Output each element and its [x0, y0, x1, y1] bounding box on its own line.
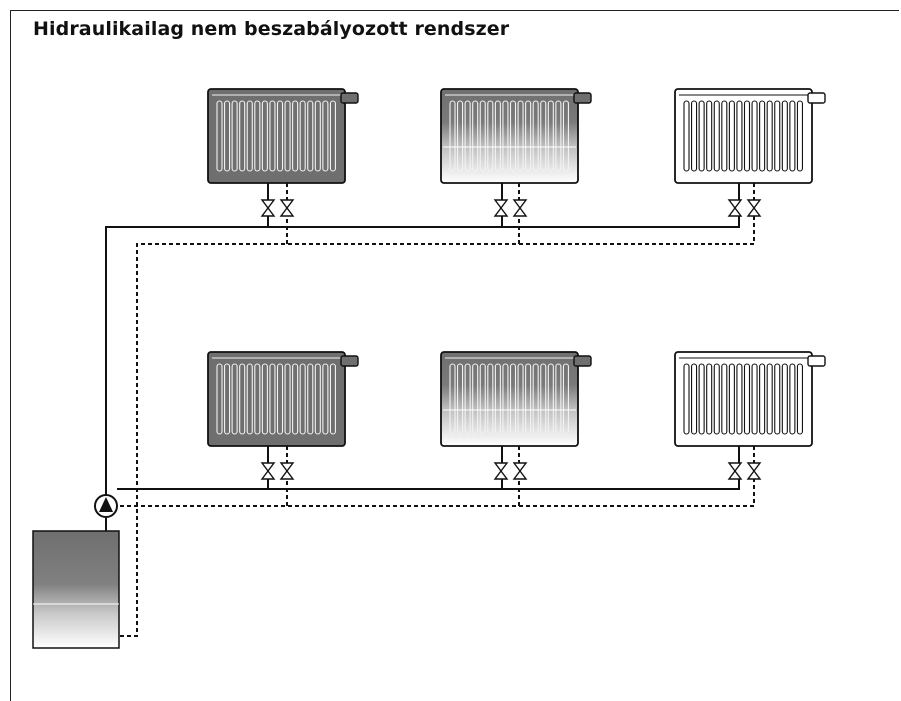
- supply-riser: [105, 214, 740, 495]
- heating-system-diagram: [32, 88, 826, 649]
- valve-top-3-supply: [727, 199, 743, 217]
- radiator-top-3: [674, 88, 826, 184]
- valve-bottom-3-return: [746, 462, 762, 480]
- valve-bottom-2-return: [512, 462, 528, 480]
- radiators: [207, 88, 826, 447]
- diagram-frame: [10, 10, 899, 701]
- boiler: [32, 530, 120, 649]
- radiator-top-1: [207, 88, 359, 184]
- diagram-title: Hidraulikailag nem beszabályozott rendsz…: [33, 18, 510, 40]
- valves: [260, 199, 762, 480]
- return-top-main: [120, 214, 755, 637]
- valve-bottom-1-supply: [260, 462, 276, 480]
- supply-pipes: [105, 183, 740, 531]
- valve-top-2-supply: [493, 199, 509, 217]
- valve-bottom-3-supply: [727, 462, 743, 480]
- supply-bottom-main: [117, 477, 740, 490]
- valve-bottom-1-return: [279, 462, 295, 480]
- radiator-top-2: [440, 88, 592, 184]
- valve-top-1-return: [279, 199, 295, 217]
- valve-top-2-return: [512, 199, 528, 217]
- valve-top-3-return: [746, 199, 762, 217]
- valve-top-1-supply: [260, 199, 276, 217]
- pump-icon: [94, 494, 118, 518]
- valve-bottom-2-supply: [493, 462, 509, 480]
- radiator-bottom-1: [207, 351, 359, 447]
- radiator-bottom-2: [440, 351, 592, 447]
- return-pipes: [120, 183, 755, 637]
- radiator-bottom-3: [674, 351, 826, 447]
- return-bottom-main: [120, 477, 755, 507]
